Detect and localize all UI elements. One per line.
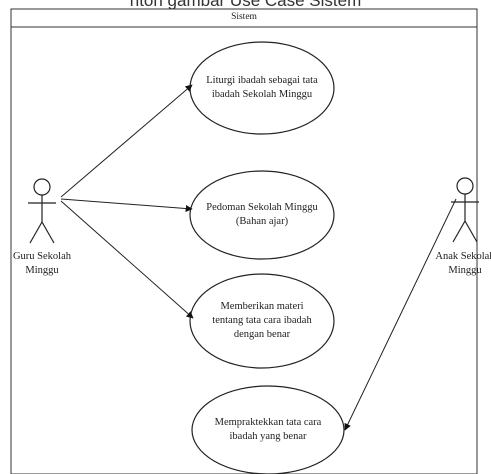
actor-guru-figure [28, 178, 56, 244]
system-boundary-title: Sistem [231, 12, 257, 22]
use-case-mempraktekkan-ellipse [191, 385, 345, 474]
use-case-pedoman-ellipse [189, 170, 335, 260]
actor-anak-label: Anak Sekolah Minggu [435, 251, 491, 276]
actor-guru-label: Guru Sekolah Minggu [12, 251, 72, 276]
use-case-liturgi-label: Liturgi ibadah sebagai tata ibadah Sekol… [206, 75, 318, 100]
use-case-memberikan-ellipse [189, 273, 335, 369]
use-case-memberikan-label: Memberikan materi tentang tata cara ibad… [212, 301, 312, 340]
actor-anak-figure [451, 177, 479, 243]
association-guru-memberikan [60, 200, 194, 319]
cropped-header-text: ntoh gambar Use Case Sistem [129, 0, 362, 10]
association-guru-liturgi [60, 84, 193, 198]
association-anak-mempraktekkan [344, 198, 457, 431]
use-case-pedoman-label: Pedoman Sekolah Minggu (Bahan ajar) [206, 202, 318, 227]
association-guru-pedoman [60, 198, 193, 213]
use-case-mempraktekkan-label: Mempraktekkan tata cara ibadah yang bena… [214, 417, 322, 442]
